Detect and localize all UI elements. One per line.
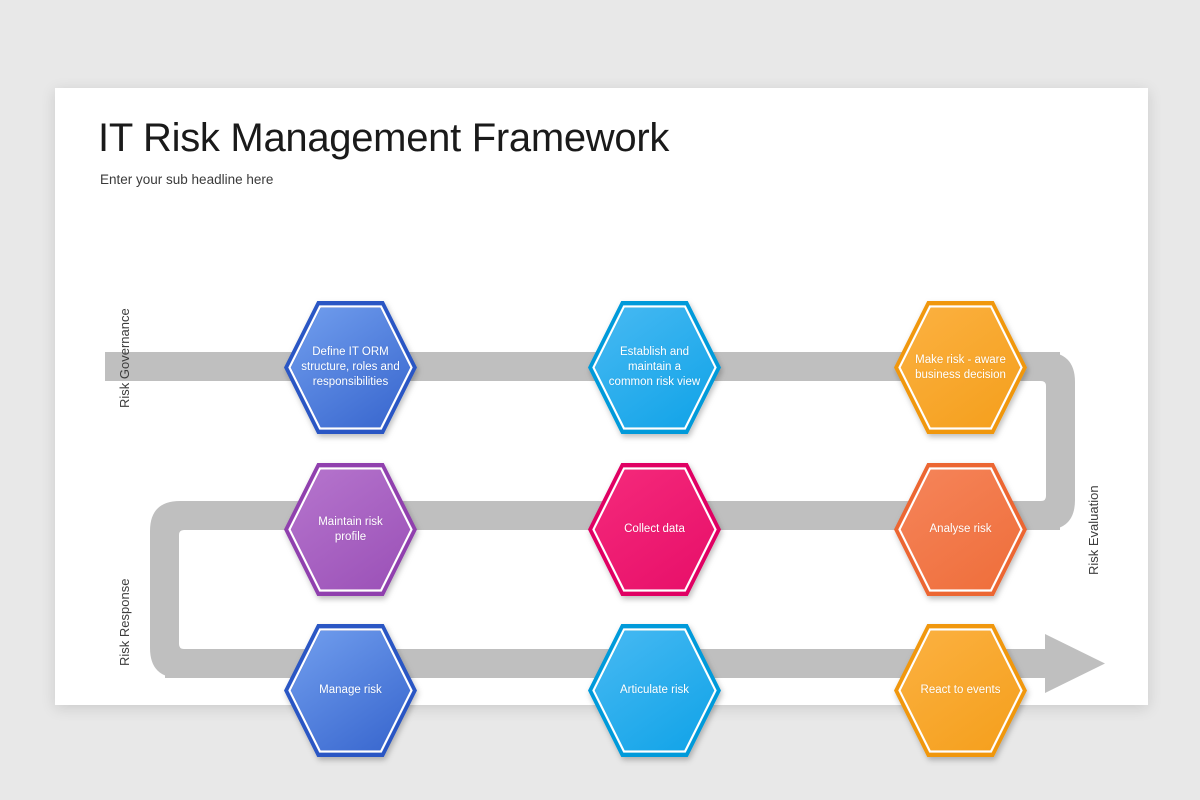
slide-card: IT Risk Management Framework Enter your … [55, 88, 1148, 757]
hexagon-node-manage-risk[interactable]: Manage risk [281, 621, 420, 760]
risk-framework-diagram: Risk Governance Risk Response Risk Evalu… [55, 88, 1148, 757]
page-subtitle: Enter your sub headline here [100, 172, 274, 187]
axis-label-risk-governance: Risk Governance [117, 308, 132, 408]
hexagon-inner-white-ring [592, 467, 717, 592]
hexagon-fill [595, 470, 714, 589]
hexagon-node-react-to-events[interactable]: React to events [891, 621, 1030, 760]
hexagon-fill [595, 308, 714, 427]
hexagon-node-define-it-orm[interactable]: Define IT ORM structure, roles and respo… [281, 298, 420, 437]
hexagon-inner-white-ring [592, 305, 717, 430]
hexagon-node-make-risk-aware-business-decision[interactable]: Make risk - aware business decision [891, 298, 1030, 437]
hexagon-fill [291, 308, 410, 427]
page-title: IT Risk Management Framework [98, 116, 670, 160]
hexagon-node-collect-data[interactable]: Collect data [585, 460, 724, 599]
hexagon-fill [595, 631, 714, 750]
hexagon-fill [291, 631, 410, 750]
hexagon-inner-white-ring [898, 628, 1023, 753]
hexagon-inner-white-ring [288, 305, 413, 430]
axis-label-risk-response: Risk Response [117, 578, 132, 666]
hexagon-fill [901, 631, 1020, 750]
hexagon-fill [901, 308, 1020, 427]
axis-label-risk-evaluation: Risk Evaluation [1086, 485, 1101, 575]
hexagon-inner-white-ring [288, 628, 413, 753]
hexagon-inner-white-ring [898, 467, 1023, 592]
hexagon-inner-white-ring [288, 467, 413, 592]
hexagon-inner-white-ring [592, 628, 717, 753]
hexagon-fill [901, 470, 1020, 589]
hexagon-node-analyse-risk[interactable]: Analyse risk [891, 460, 1030, 599]
arrow-right-icon [1045, 634, 1105, 693]
hexagon-node-establish-common-risk-view[interactable]: Establish and maintain a common risk vie… [585, 298, 724, 437]
hexagon-node-articulate-risk[interactable]: Articulate risk [585, 621, 724, 760]
hexagon-fill [291, 470, 410, 589]
hexagon-node-maintain-risk-profile[interactable]: Maintain risk profile [281, 460, 420, 599]
hexagon-inner-white-ring [898, 305, 1023, 430]
